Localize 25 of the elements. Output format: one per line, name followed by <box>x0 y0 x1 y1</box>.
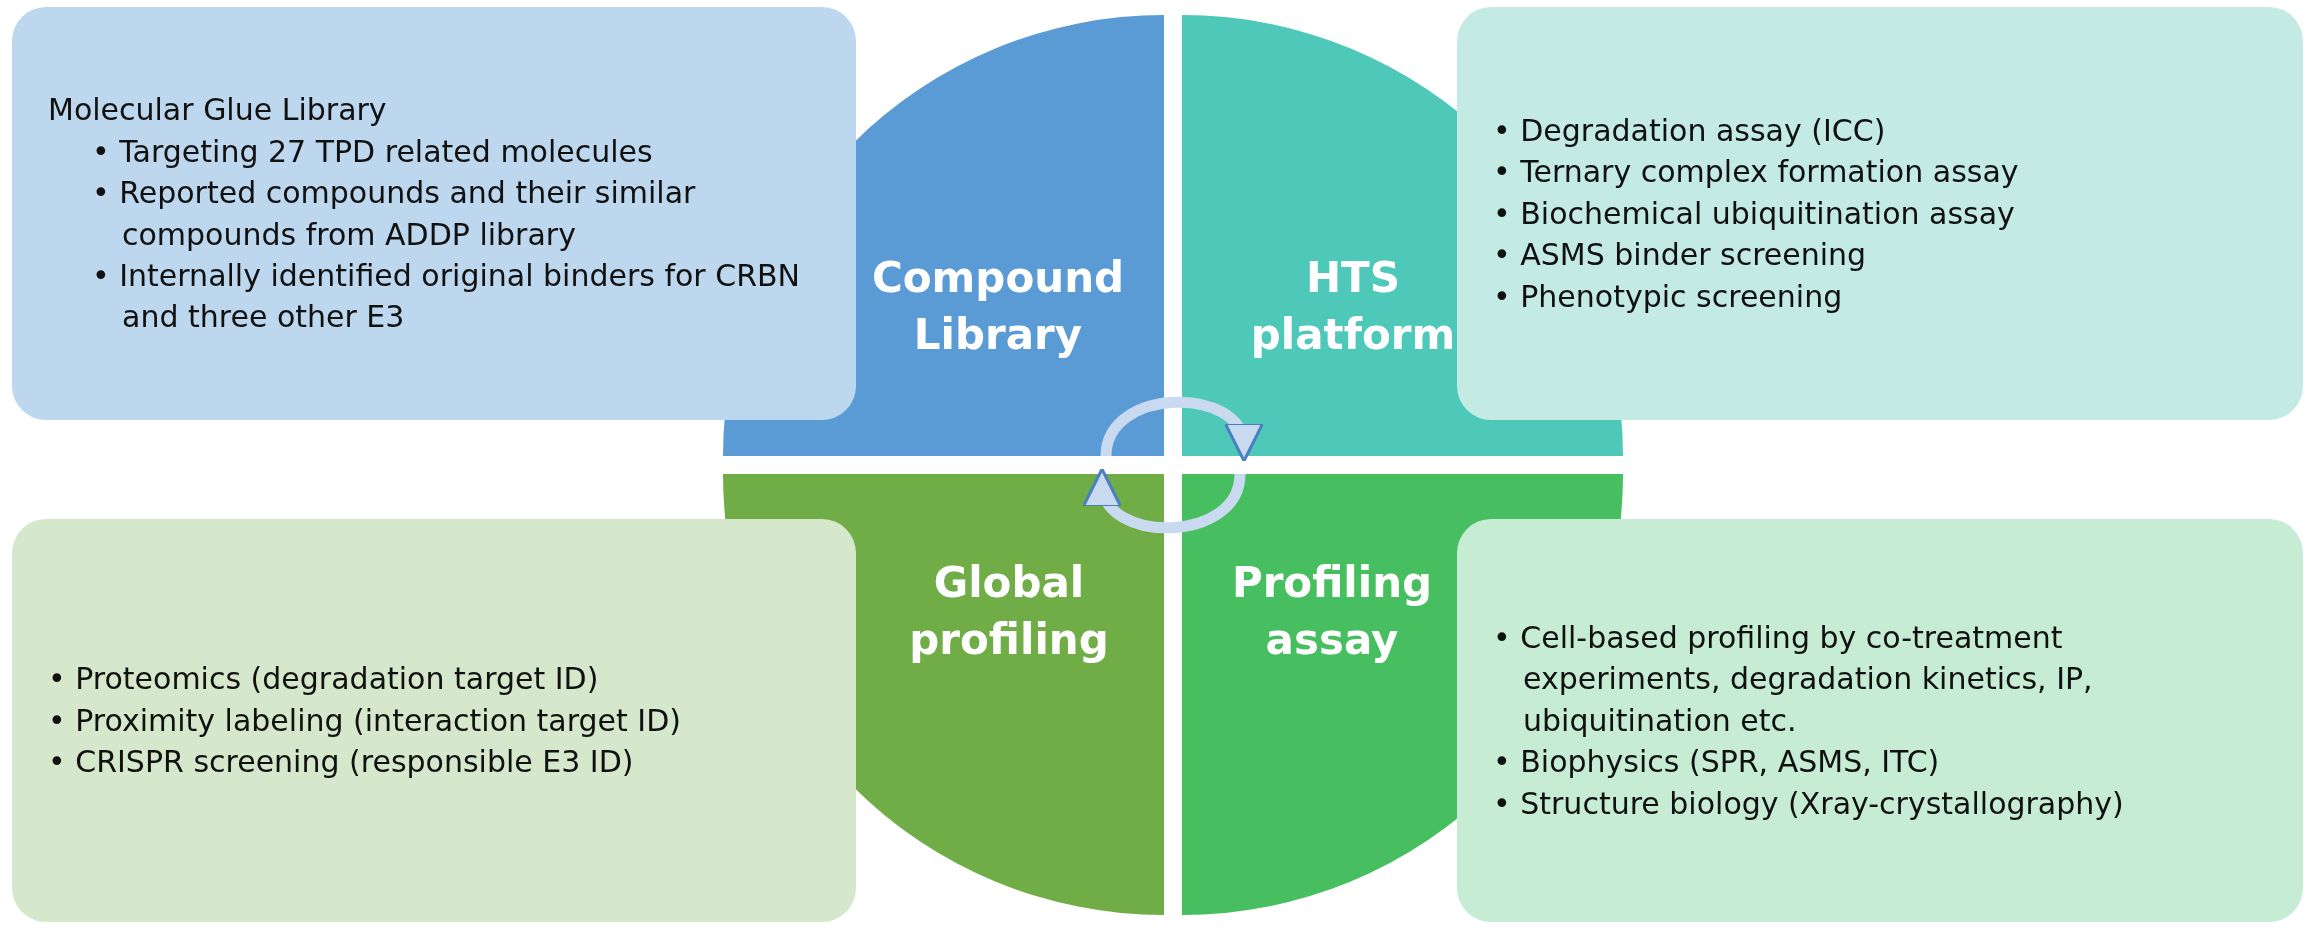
curved-arrow <box>1100 396 1260 463</box>
bullet-text: • Proteomics (degradation target ID) <box>48 660 600 699</box>
card-heading: Molecular Glue Library <box>48 91 388 130</box>
info-card <box>1457 519 2303 922</box>
bullet-text: • Reported compounds and their similar compounds from ADDP library <box>92 174 697 254</box>
info-card <box>12 7 856 420</box>
curved-arrow <box>1086 467 1246 534</box>
info-card <box>1457 7 2303 420</box>
bullet-text: • Cell-based profiling by co-treatment experiments, degradation kinetics, IP, ubiquitination etc. <box>1493 619 2094 740</box>
segment-label: Global profiling <box>908 557 1110 666</box>
info-card <box>12 519 856 922</box>
segment-label: Compound Library <box>870 252 1126 361</box>
bullet-text: • Biochemical ubiquitination assay <box>1493 194 2016 233</box>
segment-label: Profiling assay <box>1230 557 1434 666</box>
bullet-text: • Degradation assay (ICC) <box>1493 112 1887 150</box>
bullet-text: • Proximity labeling (interaction target ID) <box>48 701 682 740</box>
bullet-text: • CRISPR screening (responsible E3 ID) <box>48 743 635 782</box>
bullet-text: • Phenotypic screening <box>1493 277 1844 316</box>
bullet-text: • Targeting 27 TPD related molecules <box>92 132 654 171</box>
segment-label: HTS platform <box>1249 252 1457 361</box>
bullet-text: • Structure biology (Xray-crystallography) <box>1493 784 2125 823</box>
bullet-text: • ASMS binder screening <box>1493 236 1868 275</box>
bullet-text: • Biophysics (SPR, ASMS, ITC) <box>1493 743 1941 782</box>
bullet-text: • Ternary complex formation assay <box>1493 153 2020 192</box>
bullet-text: • Internally identified original binders for CRBN and three other E3 <box>92 256 802 337</box>
